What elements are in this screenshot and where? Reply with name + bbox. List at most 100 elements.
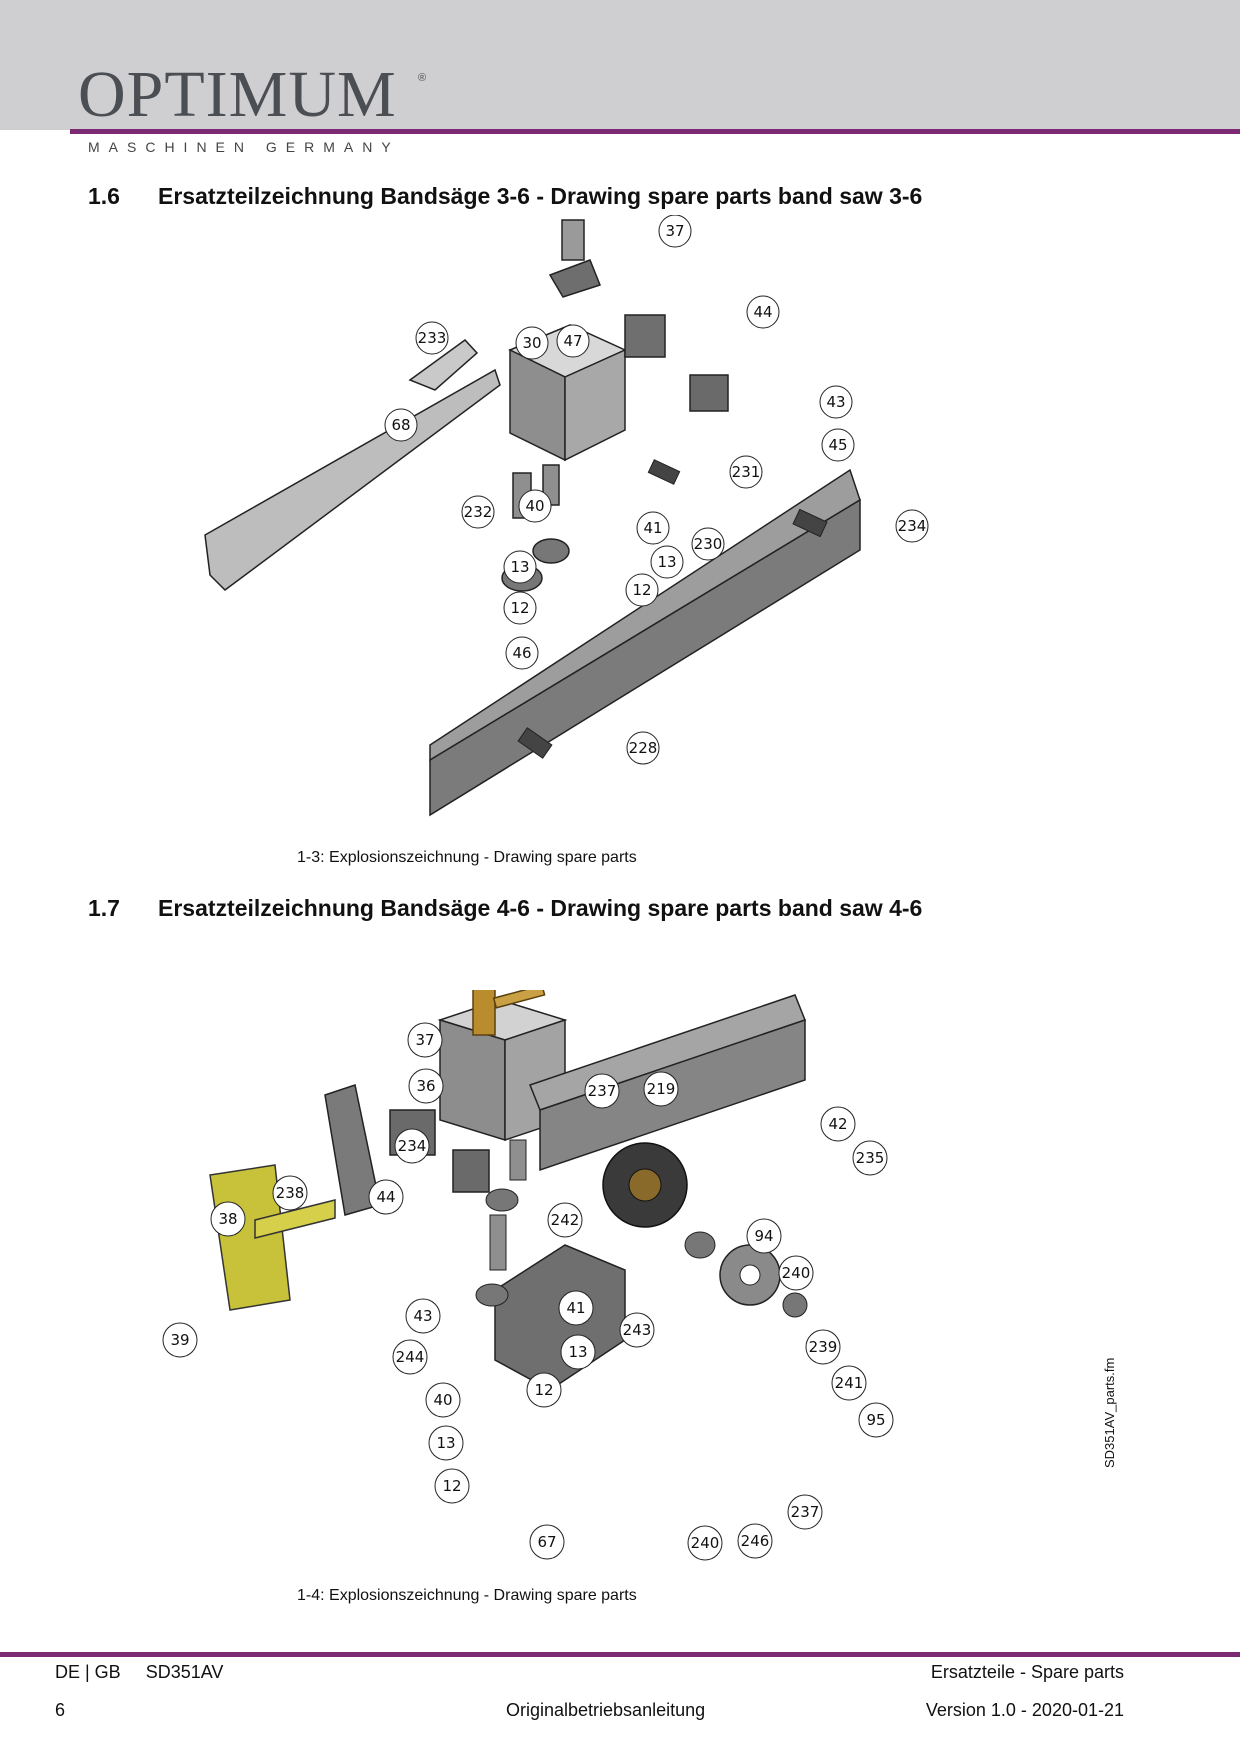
callout-36: 36 — [408, 1068, 444, 1104]
callout-12-a: 12 — [625, 573, 659, 607]
part-231-screw — [647, 459, 681, 485]
callout-37: 37 — [658, 215, 692, 248]
svg-text:232: 232 — [464, 503, 493, 521]
svg-text:42: 42 — [828, 1115, 847, 1133]
callout-41: 41 — [558, 1290, 594, 1326]
callout-219: 219 — [643, 1071, 679, 1107]
callout-240-a: 240 — [778, 1255, 814, 1291]
part-43 — [689, 374, 729, 412]
svg-text:41: 41 — [566, 1299, 585, 1317]
callout-45: 45 — [821, 428, 855, 462]
svg-text:240: 240 — [691, 1534, 720, 1552]
brand-logo: OPTIMUM — [78, 58, 397, 131]
svg-text:47: 47 — [563, 332, 582, 350]
callout-38: 38 — [210, 1201, 246, 1237]
callout-13-a: 13 — [503, 550, 537, 584]
part-95 — [782, 1292, 808, 1318]
svg-text:44: 44 — [753, 303, 772, 321]
part-39-tab — [254, 1199, 336, 1239]
part-41-pin — [509, 1139, 527, 1181]
svg-text:228: 228 — [629, 739, 658, 757]
svg-text:13: 13 — [436, 1434, 455, 1452]
callout-237-a: 237 — [584, 1073, 620, 1109]
exploded-drawing-4-6: 37 36 237 219 42 234 235 238 44 38 242 9… — [209, 990, 894, 1561]
callout-30: 30 — [515, 326, 549, 360]
svg-text:95: 95 — [866, 1411, 885, 1429]
callout-228: 228 — [626, 731, 660, 765]
section-number: 1.7 — [88, 895, 120, 921]
callout-234: 234 — [895, 509, 929, 543]
callout-43: 43 — [405, 1298, 441, 1334]
footer-language-model: DE | GB SD351AV — [55, 1662, 224, 1682]
callout-47: 47 — [556, 324, 590, 358]
exploded-drawing-3-6: 37 44 233 30 47 68 43 45 231 232 40 41 2… — [204, 215, 929, 817]
svg-text:13: 13 — [510, 558, 529, 576]
svg-text:233: 233 — [418, 329, 447, 347]
footer-version: Version 1.0 - 2020-01-21 — [925, 1700, 1124, 1720]
svg-text:234: 234 — [398, 1137, 427, 1155]
callout-46: 46 — [505, 636, 539, 670]
svg-text:12: 12 — [510, 599, 529, 617]
part-68-bracket — [408, 339, 479, 391]
callout-243: 243 — [619, 1312, 655, 1348]
callout-40: 40 — [425, 1382, 461, 1418]
callout-234: 234 — [394, 1128, 430, 1164]
callout-13-a: 13 — [560, 1334, 596, 1370]
svg-text:234: 234 — [898, 517, 927, 535]
callout-37: 37 — [407, 1022, 443, 1058]
part-234-screw — [792, 508, 828, 538]
part-36-left — [439, 1018, 506, 1142]
section-title: Ersatzteilzeichnung Bandsäge 4-6 - Drawi… — [158, 895, 923, 921]
svg-text:37: 37 — [415, 1031, 434, 1049]
svg-text:44: 44 — [376, 1188, 395, 1206]
svg-text:67: 67 — [537, 1533, 556, 1551]
svg-text:235: 235 — [856, 1149, 885, 1167]
figure-caption-1-4: 1-4: Explosionszeichnung - Drawing spare… — [297, 1587, 637, 1604]
part-228-screw — [517, 727, 553, 759]
part-13-bearing-b — [532, 538, 570, 564]
svg-text:237: 237 — [791, 1503, 820, 1521]
svg-text:40: 40 — [525, 497, 544, 515]
part-44 — [624, 314, 666, 358]
svg-text:39: 39 — [170, 1331, 189, 1349]
part-37-valve — [472, 990, 496, 1036]
registered-mark: ® — [418, 72, 427, 84]
part-67-box — [494, 1244, 626, 1391]
part-46-side — [429, 498, 861, 817]
callout-240-b: 240 — [687, 1525, 723, 1561]
part-39-guard — [209, 1164, 291, 1311]
svg-text:230: 230 — [694, 535, 723, 553]
svg-text:40: 40 — [433, 1391, 452, 1409]
svg-text:13: 13 — [568, 1343, 587, 1361]
part-43 — [452, 1149, 490, 1193]
part-37-lever — [492, 990, 546, 1009]
svg-text:94: 94 — [754, 1227, 773, 1245]
brand-tagline: MASCHINEN GERMANY — [88, 139, 400, 155]
svg-text:244: 244 — [396, 1348, 425, 1366]
svg-text:41: 41 — [643, 519, 662, 537]
figure-caption-1-3: 1-3: Explosionszeichnung - Drawing spare… — [297, 849, 637, 866]
callout-12-b: 12 — [503, 591, 537, 625]
part-47-right — [564, 348, 626, 462]
callout-237-b: 237 — [787, 1494, 823, 1530]
svg-text:30: 30 — [522, 334, 541, 352]
callout-41: 41 — [636, 511, 670, 545]
page-number: 6 — [55, 1700, 66, 1720]
callout-244: 244 — [392, 1339, 428, 1375]
part-13-bearing-b — [475, 1283, 509, 1307]
callout-231: 231 — [729, 455, 763, 489]
callout-13-b: 13 — [428, 1425, 464, 1461]
callout-44: 44 — [368, 1179, 404, 1215]
svg-text:231: 231 — [732, 463, 761, 481]
svg-text:13: 13 — [657, 553, 676, 571]
svg-text:12: 12 — [534, 1381, 553, 1399]
svg-text:246: 246 — [741, 1532, 770, 1550]
svg-text:12: 12 — [632, 581, 651, 599]
callout-68: 68 — [384, 408, 418, 442]
callout-42: 42 — [820, 1106, 856, 1142]
part-68-arm — [204, 368, 501, 591]
svg-text:36: 36 — [416, 1077, 435, 1095]
callout-232: 232 — [461, 495, 495, 529]
svg-text:12: 12 — [442, 1477, 461, 1495]
svg-text:238: 238 — [276, 1184, 305, 1202]
